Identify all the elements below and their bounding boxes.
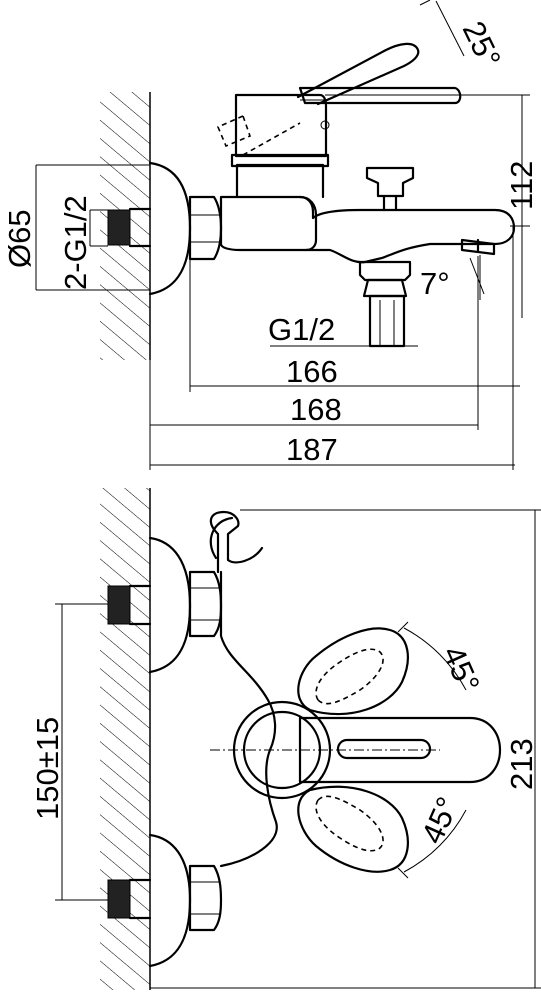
dim-length-168: 168 [290,392,342,427]
dim-cover-diameter: Ø65 [2,209,37,268]
diverter-knob [365,166,415,198]
lever-head [234,93,328,158]
dim-depth: 213 [504,738,539,790]
lever-upper-position [297,627,409,716]
dim-inlet-thread: 2-G1/2 [58,195,93,290]
dim-outlet-thread: G1/2 [268,312,335,347]
dim-rotation-lower: 45° [414,792,465,849]
top-view: 150±15 213 45° 45° [30,488,541,990]
inlet-knurl-top [107,209,131,246]
dim-lever-angle: 25° [456,16,508,73]
dim-spout-angle: 7° [420,266,450,301]
shower-outlet [358,260,412,282]
lever-center [298,716,502,784]
wall-cover-lower [148,833,192,968]
shower-holder-hook [209,510,264,574]
side-view: 25° 112 Ø65 2-G1/2 7° G1/2 166 168 187 [2,0,539,470]
inlet-knurl-lower [107,879,131,919]
spout-aerator [460,238,496,256]
wall-cover [148,161,192,296]
dim-length-166: 166 [286,354,338,389]
wall-cover-upper [148,536,192,674]
lever-lower-position [297,785,409,873]
dim-length-187: 187 [286,432,338,467]
dim-rotation-upper: 45° [436,641,487,698]
cartridge-column [235,163,325,199]
mixer-body-top [219,570,278,868]
eccentric-nut [188,195,223,261]
lever-slot [336,738,432,760]
inlet-knurl-upper [107,585,131,625]
mixer-body [219,195,516,264]
dim-height: 112 [504,161,539,210]
dim-centers: 150±15 [30,717,65,820]
